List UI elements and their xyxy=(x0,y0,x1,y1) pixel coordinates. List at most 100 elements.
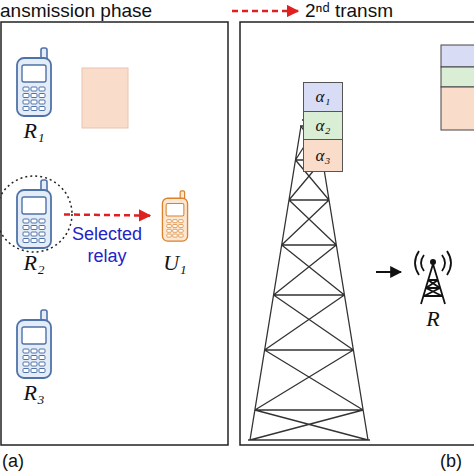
phone-key xyxy=(39,239,45,243)
legend-text: 2ⁿᵈ transm xyxy=(305,0,393,22)
phone-node: U₁ xyxy=(150,182,200,282)
phone-screen xyxy=(22,65,46,82)
transmission-arrow xyxy=(376,271,401,273)
phone-body xyxy=(17,320,51,378)
phone-symbol xyxy=(11,46,57,118)
phone-symbol xyxy=(11,178,57,250)
phone-key xyxy=(31,219,37,223)
phone-node: R₂ xyxy=(4,178,64,290)
phone-key xyxy=(31,94,37,98)
phone-key xyxy=(23,362,29,366)
phone-key xyxy=(39,369,45,373)
selection-circle xyxy=(0,176,72,252)
phone-key xyxy=(31,226,37,230)
node-label: α₃ xyxy=(316,147,331,165)
phone-key xyxy=(173,225,177,228)
phone-symbol xyxy=(158,182,192,250)
node-label: α₁ xyxy=(316,88,331,106)
node-label: R xyxy=(405,306,461,332)
phone-key xyxy=(31,232,37,236)
phone-key xyxy=(39,94,45,98)
phone-body xyxy=(162,198,187,241)
phone-key xyxy=(31,239,37,243)
phone-key xyxy=(31,369,37,373)
phone-key xyxy=(179,229,183,232)
phone-key xyxy=(23,87,29,91)
phone-key xyxy=(23,100,29,104)
phone-key xyxy=(39,219,45,223)
phone-key xyxy=(23,219,29,223)
node-label: α₂ xyxy=(316,117,331,135)
phone-key xyxy=(39,87,45,91)
phone-body xyxy=(17,58,51,116)
phone-key xyxy=(39,362,45,366)
antenna-part xyxy=(442,251,451,275)
edge-label: Selected relay xyxy=(67,223,147,267)
phone-key xyxy=(23,226,29,230)
node-label: R₃ xyxy=(4,380,64,406)
phone-screen xyxy=(22,327,46,344)
phone-key xyxy=(23,232,29,236)
node-label: R₂ xyxy=(4,250,64,276)
phone-key xyxy=(39,349,45,353)
legend-line-sample xyxy=(232,10,298,13)
data-block xyxy=(441,87,474,130)
data-block xyxy=(441,45,474,67)
phone-key xyxy=(23,94,29,98)
phone-body xyxy=(17,190,51,248)
phone-key xyxy=(31,356,37,360)
phone-screen xyxy=(22,197,46,214)
text-label: (b) xyxy=(440,451,462,472)
phone-key xyxy=(167,220,171,223)
phone-key xyxy=(39,100,45,104)
phone-key xyxy=(167,234,171,237)
phone-screen xyxy=(166,203,184,216)
phone-key xyxy=(39,356,45,360)
phone-key xyxy=(23,107,29,111)
antenna-part xyxy=(421,264,445,304)
phone-key xyxy=(23,349,29,353)
phone-node: R₃ xyxy=(4,308,64,420)
panel-frame xyxy=(240,22,474,445)
phone-key xyxy=(167,225,171,228)
power-block: α₁ xyxy=(303,82,343,112)
phone-key xyxy=(31,349,37,353)
relay-node: R xyxy=(405,250,461,336)
node-label: U₁ xyxy=(150,250,200,276)
phone-key xyxy=(173,229,177,232)
data-block xyxy=(82,68,128,128)
phone-symbol xyxy=(11,308,57,380)
relay-link xyxy=(64,214,150,215)
panel-frame xyxy=(1,22,228,445)
phone-key xyxy=(179,225,183,228)
antenna-symbol xyxy=(408,250,458,306)
antenna-tip xyxy=(430,259,436,265)
phone-key xyxy=(39,107,45,111)
phone-key xyxy=(23,239,29,243)
phone-key xyxy=(23,369,29,373)
phone-key xyxy=(31,107,37,111)
phone-key xyxy=(173,234,177,237)
phone-key xyxy=(23,356,29,360)
antenna-part xyxy=(415,251,424,275)
phone-node: R₁ xyxy=(4,46,64,158)
phone-key xyxy=(173,220,177,223)
phone-key xyxy=(179,220,183,223)
text-label: (a) xyxy=(2,451,24,472)
phone-key xyxy=(31,87,37,91)
data-block xyxy=(441,67,474,87)
phone-key xyxy=(39,226,45,230)
phone-key xyxy=(39,232,45,236)
phone-key xyxy=(167,229,171,232)
node-label: R₁ xyxy=(4,118,64,144)
phone-key xyxy=(31,362,37,366)
power-block: α₃ xyxy=(303,139,343,172)
tower-symbol xyxy=(248,88,370,440)
text-label: ansmission phase xyxy=(0,0,152,22)
phone-key xyxy=(179,234,183,237)
